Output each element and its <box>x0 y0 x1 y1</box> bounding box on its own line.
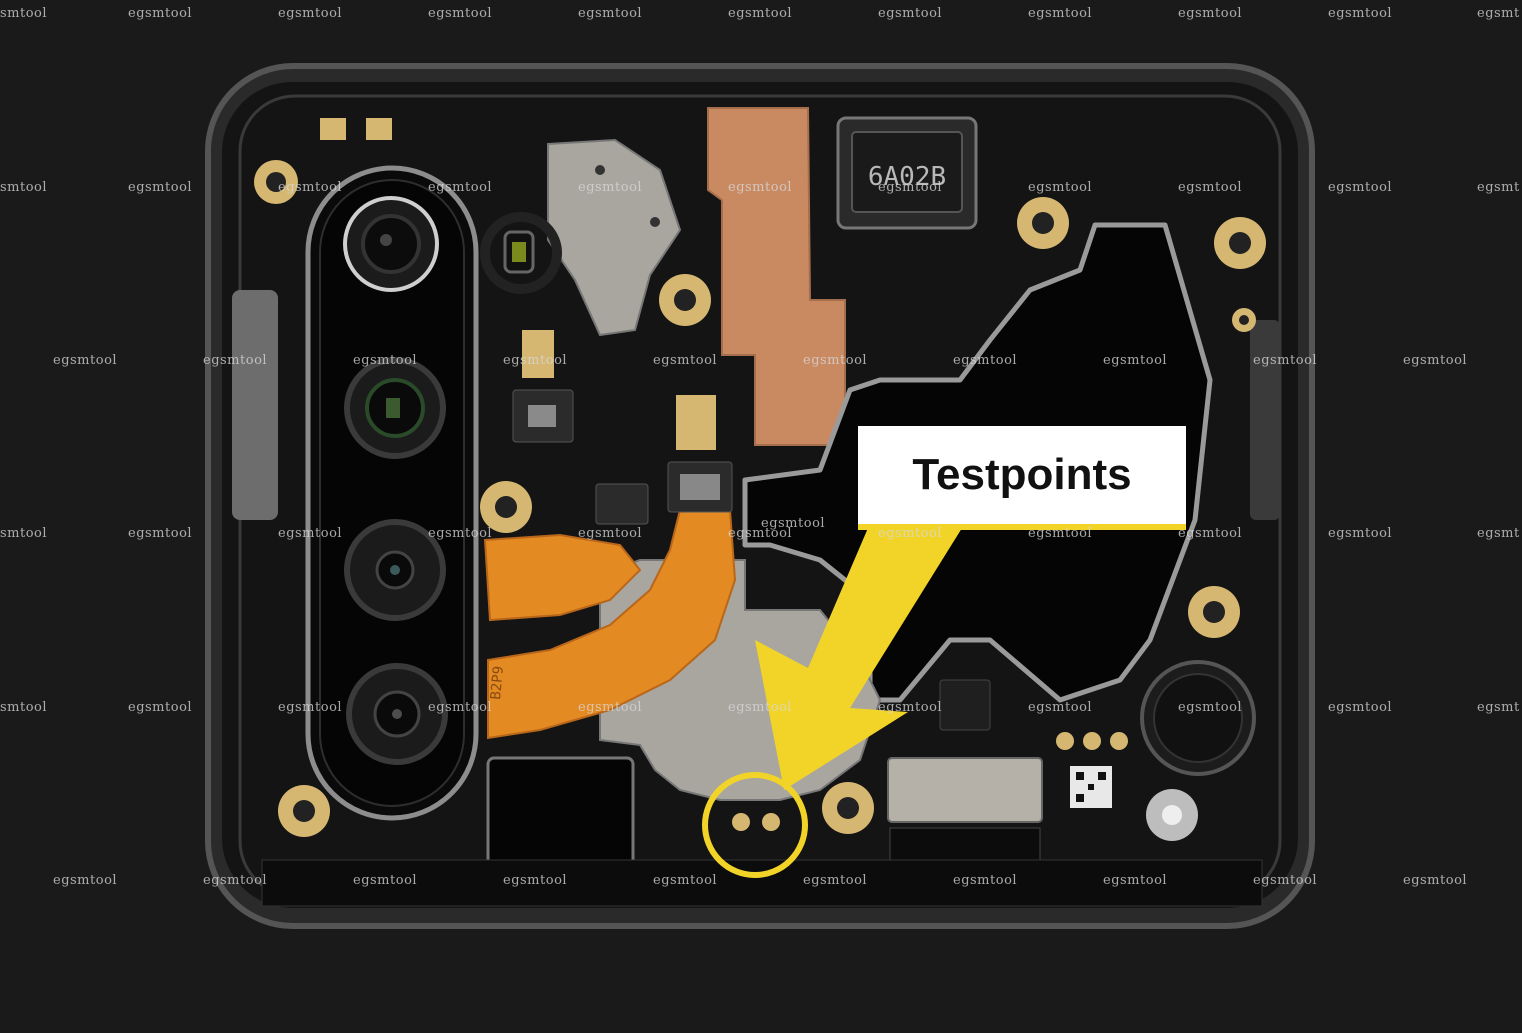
testpoint-pads <box>732 813 780 831</box>
gold-pad <box>1110 732 1128 750</box>
callout-arrow <box>755 528 962 790</box>
screw-post <box>254 160 298 204</box>
screw-post <box>659 274 711 326</box>
gold-pad <box>320 118 346 140</box>
camera-lens <box>346 663 448 765</box>
screw-post <box>1214 217 1266 269</box>
vibration-motor <box>1140 660 1256 776</box>
right-bracket <box>1250 320 1280 520</box>
board-bottom-strip <box>261 859 1263 907</box>
flex-marking: B2P9 <box>488 665 507 700</box>
ic-marking: 6A02B <box>868 162 946 192</box>
camera-module-inner <box>319 179 465 807</box>
gold-pad <box>1083 732 1101 750</box>
screw-post <box>1017 197 1069 249</box>
screw-post <box>1188 586 1240 638</box>
sensor-ring <box>480 212 562 294</box>
testpoints-callout: Testpoints <box>858 426 1186 530</box>
camera-lens <box>343 196 439 292</box>
camera-lens <box>344 357 446 459</box>
testpoint-highlight-ring <box>702 772 808 878</box>
chip <box>595 483 649 525</box>
board-connector <box>887 757 1043 823</box>
screw-post <box>480 481 532 533</box>
copper-heat-spreader <box>707 107 846 446</box>
screw-post <box>1146 789 1198 841</box>
left-bracket <box>232 290 278 520</box>
board-connector <box>486 756 635 872</box>
gold-pad <box>1056 732 1074 750</box>
camera-lens <box>344 519 446 621</box>
gold-pad <box>676 395 716 450</box>
callout-label: Testpoints <box>912 450 1132 499</box>
board-connector <box>889 827 1041 865</box>
chip <box>939 679 991 731</box>
gold-pad <box>366 118 392 140</box>
flex-cable <box>483 533 642 622</box>
metal-shield-top <box>547 138 682 337</box>
screw-post <box>278 785 330 837</box>
screw-post <box>822 782 874 834</box>
gold-pad <box>522 330 554 378</box>
flex-cable <box>487 509 737 740</box>
screw-post <box>1232 308 1256 332</box>
